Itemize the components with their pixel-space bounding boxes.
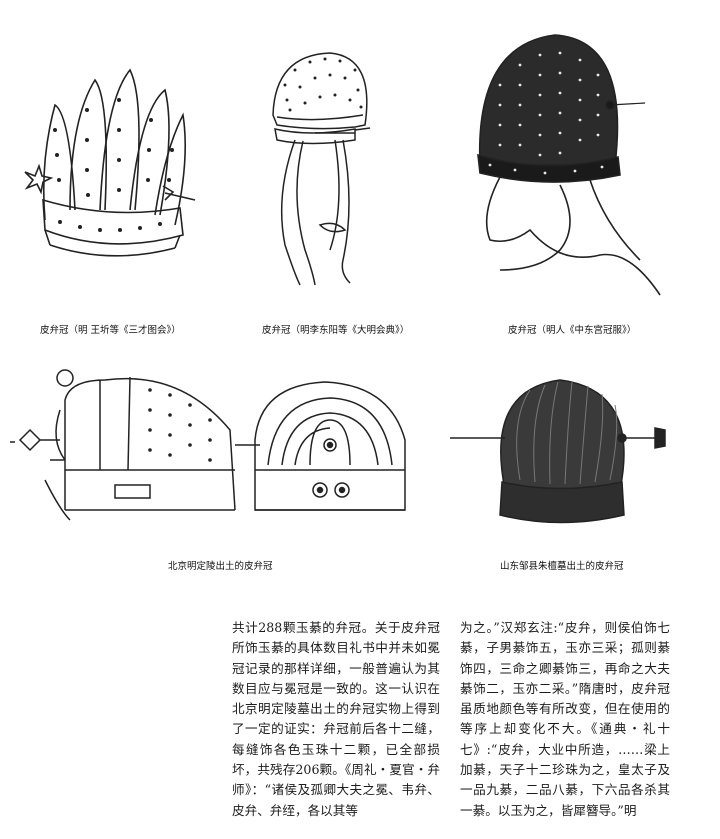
figure-daming-huidian-crown xyxy=(255,45,390,290)
body-text-column-1: 共计288颗玉綦的弁冠。关于皮弁冠所饰玉綦的具体数目礼书中并未如冕冠记录的那样详… xyxy=(232,618,440,821)
caption-fig3: 皮弁冠（明人《中东宫冠服》） xyxy=(508,325,637,336)
caption-fig1: 皮弁冠（明 王圻等《三才图会》） xyxy=(40,325,181,336)
crown-illustration-1 xyxy=(24,68,196,257)
figure-zhutan-crown xyxy=(450,370,675,540)
caption-fig5: 山东邹县朱檀墓出土的皮弁冠 xyxy=(500,561,624,572)
body-paragraph-2: 为之。”汉郑玄注:“皮弁，则侯伯饰七綦，子男綦饰五，玉亦三采；孤则綦饰四，三命之… xyxy=(460,620,670,818)
body-text-column-2: 为之。”汉郑玄注:“皮弁，则侯伯饰七綦，子男綦饰五，玉亦三采；孤则綦饰四，三命之… xyxy=(460,618,670,821)
crown-illustration-5 xyxy=(450,379,666,524)
figure-zhongdonggong-crown xyxy=(470,25,670,300)
caption-fig2: 皮弁冠（明李东阳等《大明会典》） xyxy=(262,325,410,336)
crown-illustration-2 xyxy=(272,52,371,286)
figure-dingling-crown xyxy=(10,360,430,550)
crown-illustration-3 xyxy=(477,34,661,296)
caption-fig4: 北京明定陵出土的皮弁冠 xyxy=(168,561,273,572)
crown-illustration-4 xyxy=(10,369,406,521)
body-paragraph-1: 共计288颗玉綦的弁冠。关于皮弁冠所饰玉綦的具体数目礼书中并未如冕冠记录的那样详… xyxy=(232,620,440,818)
figure-sancai-tuhui-crown xyxy=(15,60,200,265)
